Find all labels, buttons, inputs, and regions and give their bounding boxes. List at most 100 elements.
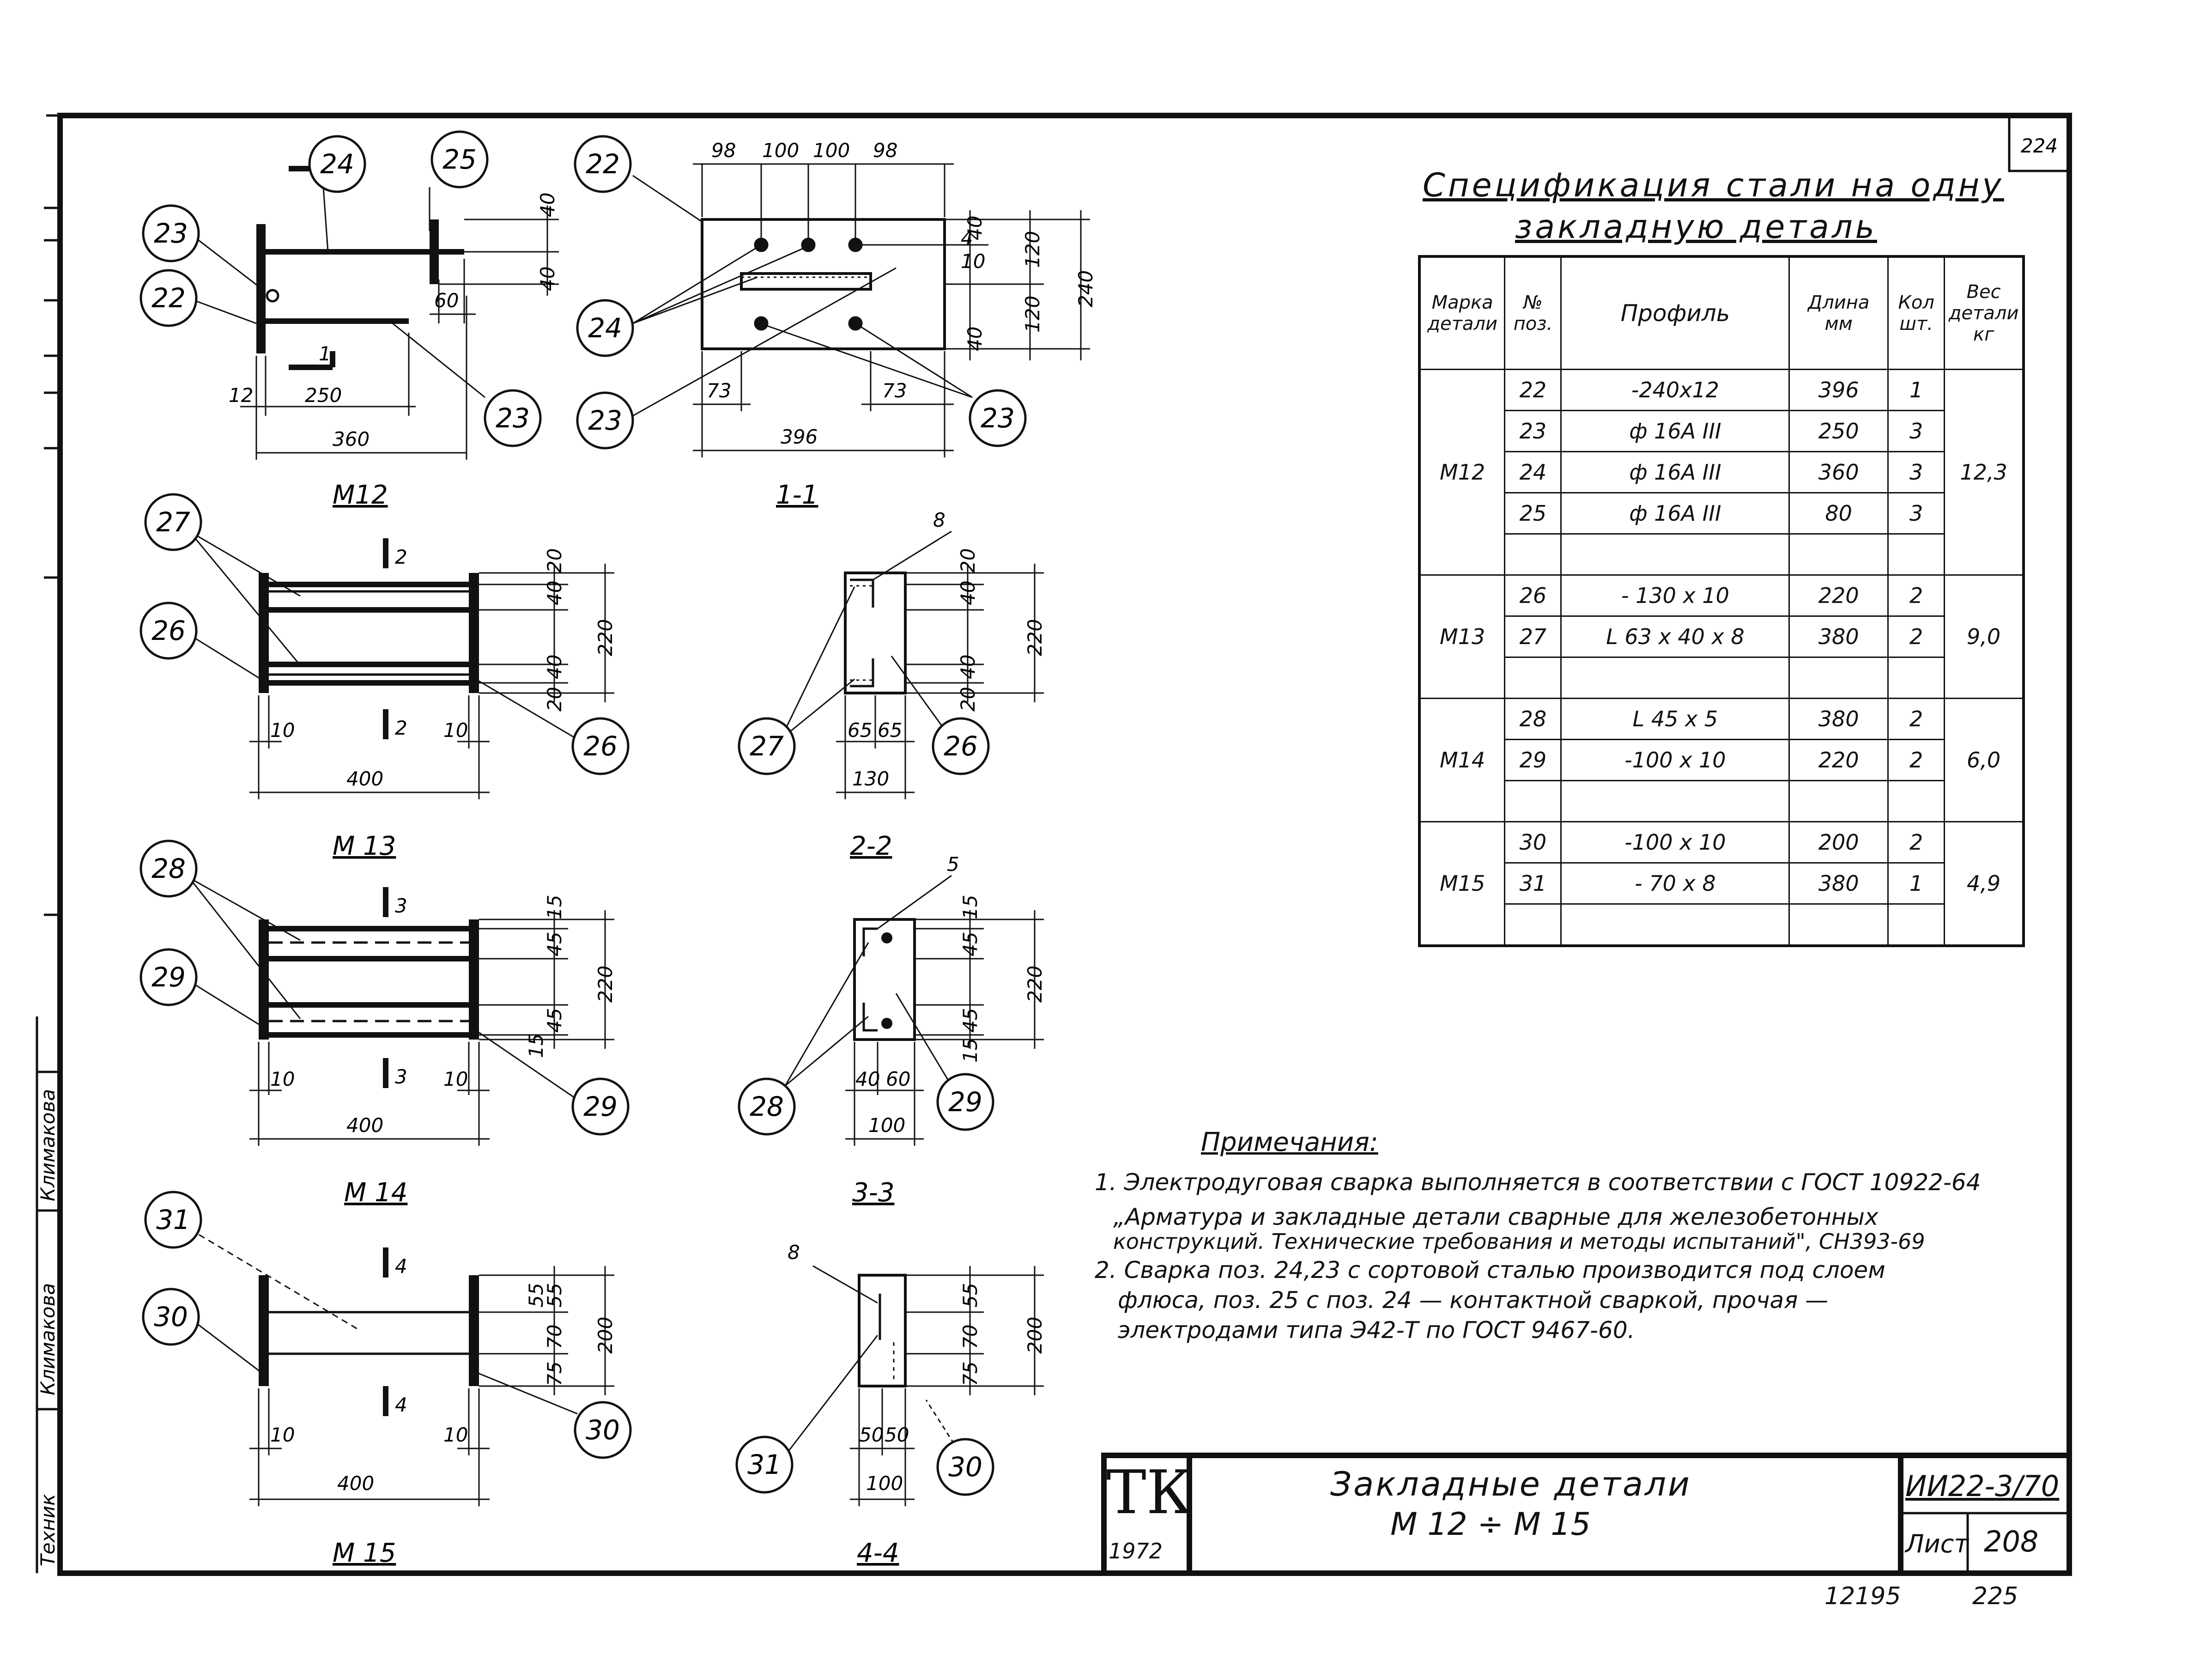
svg-text:40: 40: [964, 216, 986, 240]
svg-text:60: 60: [434, 289, 459, 312]
weight-cell: 9,0: [1944, 574, 2024, 699]
svg-text:23: 23: [588, 405, 622, 436]
callout-22: 22: [574, 135, 632, 193]
svg-text:2: 2: [395, 546, 407, 568]
drawing-title-line1: Закладные детали: [1330, 1465, 1691, 1503]
svg-text:1-1: 1-1: [776, 480, 818, 510]
view-m14: 3 3 15 45 45 15 220 10 10 400 М 14: [188, 877, 617, 1208]
callout-26: 26: [139, 602, 198, 660]
header-length: Длина мм: [1788, 256, 1889, 370]
svg-text:220: 220: [594, 619, 617, 656]
table-row-empty: [1419, 533, 2024, 576]
note-line: электродами типа Э42-Т по ГОСТ 9467-60.: [1118, 1317, 1635, 1344]
svg-text:28: 28: [750, 1091, 784, 1122]
svg-text:40: 40: [536, 267, 559, 291]
callout-25: 25: [430, 130, 489, 189]
note-line: „Арматура и закладные детали сварные для…: [1113, 1204, 1879, 1230]
tk-logo: ТК: [1106, 1457, 1193, 1527]
svg-text:10: 10: [443, 1424, 468, 1446]
svg-text:45: 45: [959, 932, 982, 956]
svg-text:220: 220: [1024, 966, 1046, 1003]
svg-text:98: 98: [711, 139, 736, 162]
svg-text:40: 40: [964, 327, 986, 351]
svg-text:23: 23: [981, 402, 1015, 434]
svg-text:М12: М12: [333, 480, 388, 510]
svg-text:29: 29: [583, 1091, 618, 1122]
svg-text:40: 40: [543, 581, 566, 605]
svg-text:55: 55: [959, 1283, 982, 1308]
note-line: 1. Электродуговая сварка выполняется в с…: [1095, 1169, 1981, 1196]
svg-text:220: 220: [594, 966, 617, 1003]
svg-text:10: 10: [270, 1424, 295, 1446]
svg-text:Техник: Техник: [36, 1494, 59, 1566]
svg-text:70: 70: [543, 1325, 566, 1349]
svg-text:22: 22: [152, 282, 186, 314]
margin-ticks: [44, 207, 60, 916]
callout-30: 30: [936, 1438, 994, 1496]
svg-text:15: 15: [959, 1038, 982, 1063]
svg-text:10: 10: [443, 719, 468, 742]
table-row: 24 ф 16А III 360 3: [1419, 451, 2024, 493]
svg-text:4: 4: [395, 1393, 407, 1416]
svg-text:70: 70: [959, 1325, 982, 1349]
svg-text:Климакова: Климакова: [36, 1283, 59, 1395]
callout-24: 24: [308, 135, 366, 193]
mark-cell: М13: [1418, 574, 1506, 699]
callout-23: 23: [576, 391, 634, 450]
callout-27: 27: [738, 717, 796, 775]
svg-text:10: 10: [270, 1068, 295, 1090]
callout-28: 28: [738, 1077, 796, 1136]
view-4-4: 55 70 75 200 50 50 100 8 4-4: [784, 1241, 1046, 1568]
view-3-3: 15 45 45 15 220 40 60 100 5 3-3: [784, 853, 1046, 1208]
table-row: М14 28 L 45 x 5 380 2 6,0: [1418, 698, 2024, 822]
view-m13: 2 2 20 40 40 20 220 10 10 400 М 13: [188, 530, 617, 861]
title-year: 1972: [1109, 1539, 1163, 1563]
table-row-empty: [1419, 657, 2024, 699]
mark-cell: М14: [1418, 698, 1506, 822]
header-qty: Кол шт.: [1887, 256, 1945, 370]
svg-text:4: 4: [395, 1255, 407, 1278]
svg-text:100: 100: [813, 139, 850, 162]
table-row: М15 30 -100 x 10 200 2 4,9: [1418, 821, 2024, 947]
callout-29: 29: [139, 948, 198, 1006]
svg-text:24: 24: [588, 312, 622, 344]
sheet-frame: [57, 113, 2072, 1576]
header-weight: Вес детали кг: [1944, 256, 2024, 370]
svg-text:20: 20: [543, 687, 566, 712]
callout-23: 23: [969, 389, 1027, 447]
svg-text:40: 40: [855, 1068, 880, 1090]
table-row-empty: [1419, 903, 2024, 947]
table-row: М13 26 - 130 x 10 220 2 9,0: [1418, 574, 2024, 699]
svg-text:240: 240: [1074, 270, 1097, 307]
svg-text:5: 5: [947, 853, 959, 876]
svg-text:30: 30: [586, 1414, 620, 1446]
svg-text:26: 26: [152, 615, 186, 646]
svg-text:27: 27: [750, 730, 784, 762]
svg-text:73: 73: [707, 379, 731, 402]
callout-23: 23: [142, 204, 200, 262]
svg-text:400: 400: [346, 1114, 383, 1137]
svg-text:29: 29: [948, 1086, 982, 1118]
svg-text:396: 396: [781, 426, 818, 448]
callout-24: 24: [576, 299, 634, 357]
svg-text:75: 75: [959, 1362, 982, 1386]
svg-text:220: 220: [1024, 619, 1046, 656]
callout-28: 28: [139, 840, 198, 898]
note-line: флюса, поз. 25 с поз. 24 — контактной св…: [1118, 1287, 1829, 1314]
mark-cell: М15: [1418, 821, 1506, 947]
svg-text:120: 120: [1021, 231, 1044, 268]
table-row: 29 -100 x 10 220 2: [1419, 739, 2024, 781]
svg-text:60: 60: [886, 1068, 910, 1090]
svg-text:4: 4: [961, 227, 973, 249]
svg-text:50: 50: [859, 1424, 884, 1446]
spec-title-line1: Спецификация стали на одну: [1423, 166, 2004, 204]
weight-cell: 12,3: [1944, 369, 2024, 576]
svg-text:Климакова: Климакова: [36, 1089, 59, 1201]
mark-cell: М12: [1418, 369, 1506, 576]
svg-text:22: 22: [586, 148, 620, 180]
svg-text:20: 20: [957, 687, 979, 712]
view-2-2: 20 40 40 20 220 65 65 130 8 2-2: [780, 509, 1046, 861]
header-profile: Профиль: [1560, 256, 1790, 370]
svg-text:30: 30: [948, 1451, 982, 1483]
view-m15: 4 4 55 55 70 75 200 10 10 400 М 15: [189, 1228, 617, 1568]
